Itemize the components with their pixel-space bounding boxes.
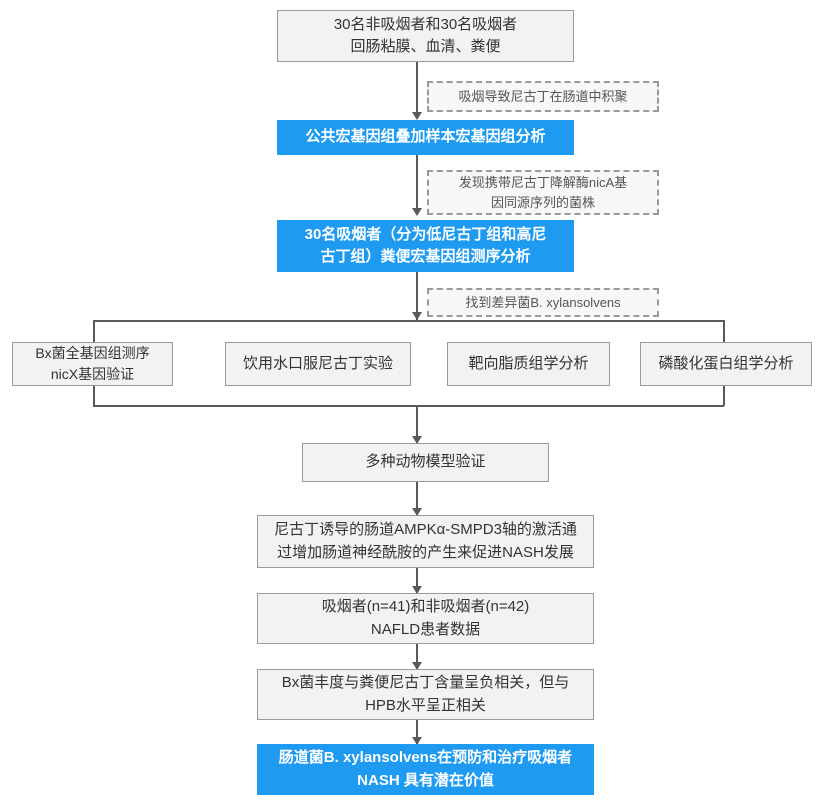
- arrow-smokers-to-branch: [412, 312, 422, 320]
- arrow-mechanism-to-patient: [412, 586, 422, 594]
- node-cohort[interactable]: 30名非吸烟者和30名吸烟者 回肠粘膜、血清、粪便: [277, 10, 574, 62]
- arrow-branch-to-animal: [412, 436, 422, 444]
- connector-smokers-to-branch: [416, 272, 418, 320]
- node-branch-water[interactable]: 饮用水口服尼古丁实验: [225, 342, 411, 386]
- note-nicotine-accumulate[interactable]: 吸烟导致尼古丁在肠道中积聚: [427, 81, 659, 112]
- branch-drop-1: [93, 320, 95, 342]
- node-branch-phosphoproteomics[interactable]: 磷酸化蛋白组学分析: [640, 342, 812, 386]
- connector-cohort-to-public: [416, 62, 418, 114]
- arrow-cohort-to-public: [412, 112, 422, 120]
- connector-correlation-to-conclusion: [416, 720, 418, 744]
- node-animal-models[interactable]: 多种动物模型验证: [302, 443, 549, 482]
- node-mechanism[interactable]: 尼古丁诱导的肠道AMPKα-SMPD3轴的激活通 过增加肠道神经酰胺的产生来促进…: [257, 515, 594, 568]
- branch-bottom-bar: [93, 405, 724, 407]
- arrow-correlation-to-conclusion: [412, 737, 422, 745]
- branch-top-bar: [93, 320, 724, 322]
- connector-branch-to-animal: [416, 405, 418, 443]
- arrow-public-to-smokers: [412, 208, 422, 216]
- connector-patient-to-correlation: [416, 644, 418, 669]
- node-correlation[interactable]: Bx菌丰度与粪便尼古丁含量呈负相关，但与 HPB水平呈正相关: [257, 669, 594, 720]
- branch-rise-1: [93, 385, 95, 406]
- note-bxylanosolvens[interactable]: 找到差异菌B. xylansolvens: [427, 288, 659, 317]
- arrow-patient-to-correlation: [412, 662, 422, 670]
- connector-animal-to-mechanism: [416, 482, 418, 515]
- node-branch-lipidomics[interactable]: 靶向脂质组学分析: [447, 342, 610, 386]
- branch-rise-4: [723, 385, 725, 406]
- node-smokers-sequencing[interactable]: 30名吸烟者（分为低尼古丁组和高尼 古丁组）粪便宏基因组测序分析: [277, 220, 574, 272]
- node-conclusion[interactable]: 肠道菌B. xylansolvens在预防和治疗吸烟者 NASH 具有潜在价值: [257, 744, 594, 795]
- branch-drop-4: [723, 320, 725, 342]
- node-branch-genome[interactable]: Bx菌全基因组测序 nicX基因验证: [12, 342, 173, 386]
- connector-public-to-smokers: [416, 155, 418, 210]
- arrow-animal-to-mechanism: [412, 508, 422, 516]
- node-public-metagenome[interactable]: 公共宏基因组叠加样本宏基因组分析: [277, 120, 574, 155]
- connector-mechanism-to-patient: [416, 568, 418, 593]
- node-patient-data[interactable]: 吸烟者(n=41)和非吸烟者(n=42) NAFLD患者数据: [257, 593, 594, 644]
- note-nica-strain[interactable]: 发现携带尼古丁降解酶nicA基 因同源序列的菌株: [427, 170, 659, 215]
